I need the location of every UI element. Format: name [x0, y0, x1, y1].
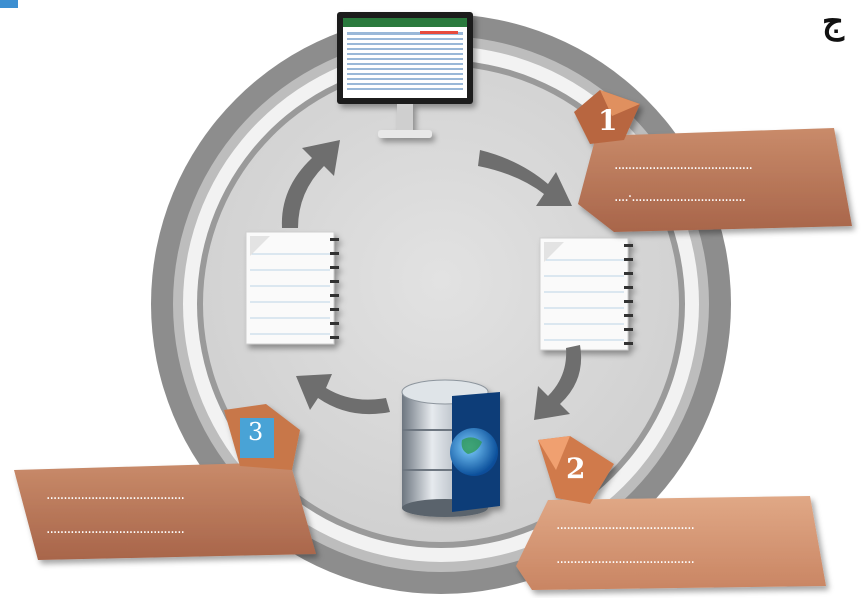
callout-3-line-1: ........................................ [46, 488, 185, 502]
number-badge-3 [224, 404, 300, 470]
notepad-icon [245, 231, 339, 345]
callout-1-line-1: ........................................ [614, 158, 753, 172]
corner-mark [0, 0, 18, 8]
notepad-icon [539, 237, 633, 351]
page-heading: ج [822, 2, 844, 42]
step-number-1: 1 [598, 104, 618, 137]
step-number-2: 2 [566, 452, 586, 485]
step-number-3: 3 [248, 418, 264, 446]
callout-3-line-2: ........................................ [46, 522, 185, 536]
callout-2-line-1: ........................................ [556, 518, 695, 532]
computer-monitor-icon [337, 12, 473, 138]
number-badge-1 [574, 90, 640, 144]
callout-2-line-2: ........................................ [556, 552, 695, 566]
callout-2 [516, 436, 826, 590]
callout-1-line-2: ....·................................. [614, 190, 746, 204]
database-globe-icon [401, 379, 500, 517]
callout-1 [574, 90, 852, 232]
number-badge-2 [538, 436, 614, 504]
callout-3 [14, 404, 316, 560]
cycle-arrow-icon [281, 140, 582, 420]
